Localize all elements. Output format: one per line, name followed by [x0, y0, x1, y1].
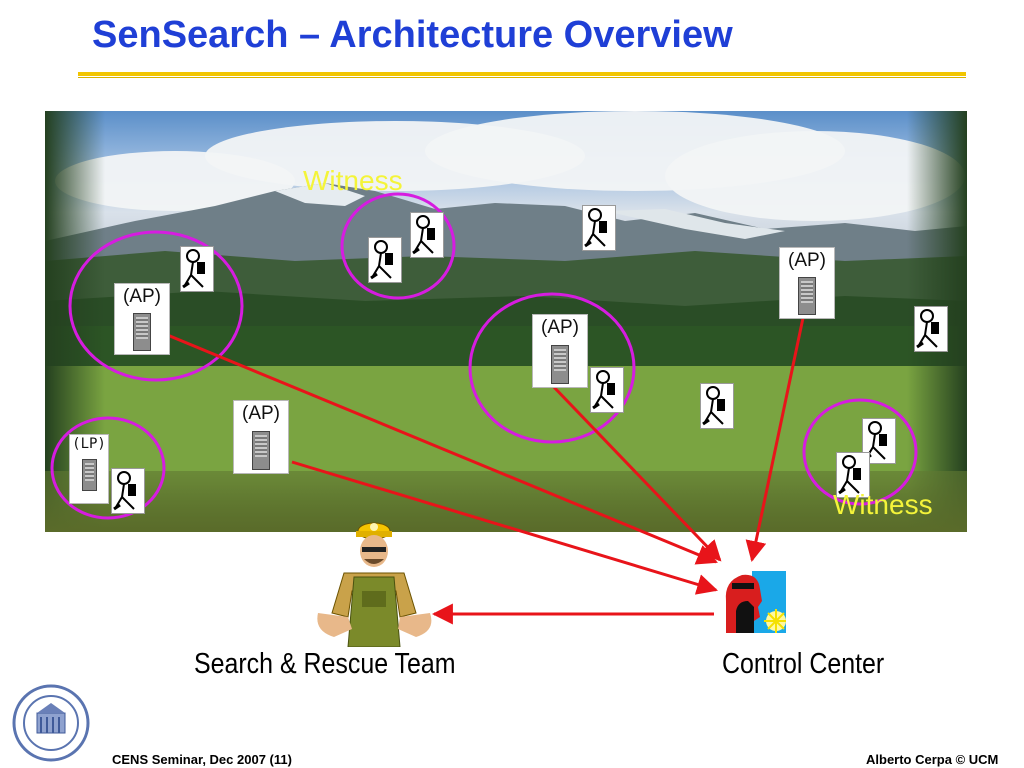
- hiker-icon: [838, 455, 861, 495]
- meadow: [45, 366, 967, 486]
- witness-ring: [50, 416, 166, 520]
- access-point-label: (AP): [788, 250, 826, 271]
- link-ap4-control: [745, 317, 805, 563]
- hiker-icon: [370, 240, 393, 280]
- sensor-node: [368, 237, 402, 283]
- tree-line: [45, 326, 967, 366]
- sensor-node: [914, 306, 948, 352]
- hiker-icon: [916, 309, 939, 349]
- server-icon: [252, 431, 270, 470]
- hiker-icon: [592, 370, 615, 410]
- title-rule: [78, 72, 966, 76]
- server-icon: [551, 345, 569, 384]
- link-ap2-control: [291, 460, 719, 595]
- landscape-photo: [45, 111, 967, 532]
- title-rule-shadow: [78, 77, 966, 78]
- access-point: (AP): [779, 247, 835, 319]
- hiker-icon: [113, 471, 136, 511]
- slide-title: SenSearch – Architecture Overview: [92, 14, 733, 56]
- sensor-node: [590, 367, 624, 413]
- sensor-node: [862, 418, 896, 464]
- witness-label: Witness: [303, 165, 403, 196]
- sensor-node: [700, 383, 734, 429]
- hiker-icon: [584, 208, 607, 248]
- university-seal-icon: [12, 684, 90, 762]
- miner-icon: [317, 522, 432, 647]
- link-ap3-control: [548, 381, 722, 562]
- listener-point: (LP): [69, 434, 109, 504]
- footer-right: Alberto Cerpa © UCM: [866, 752, 999, 767]
- server-icon: [798, 277, 816, 315]
- witness-ring: [68, 230, 244, 382]
- witness-ring: [340, 192, 456, 300]
- rescue-team-caption: Search & Rescue Team: [194, 648, 456, 680]
- control-center-caption: Control Center: [722, 648, 885, 680]
- sensor-node: [582, 205, 616, 251]
- sensor-node: [836, 452, 870, 498]
- sensor-node: [111, 468, 145, 514]
- witness-ring: [802, 398, 918, 506]
- access-point: (AP): [233, 400, 289, 474]
- footer-left: CENS Seminar, Dec 2007 (11): [112, 752, 292, 767]
- sensor-node: [410, 212, 444, 258]
- listener-point-label: (LP): [72, 436, 106, 452]
- head-icon: [718, 571, 786, 633]
- access-point: (AP): [114, 283, 170, 355]
- hiker-icon: [412, 215, 435, 255]
- sensor-node: [180, 246, 214, 292]
- hiker-icon: [182, 249, 205, 289]
- hiker-icon: [702, 386, 725, 426]
- witness-label: Witness: [833, 489, 933, 520]
- access-point-label: (AP): [123, 286, 161, 307]
- access-point-label: (AP): [541, 317, 579, 338]
- server-icon: [82, 459, 97, 491]
- server-icon: [133, 313, 151, 351]
- access-point-label: (AP): [242, 403, 280, 424]
- access-point: (AP): [532, 314, 588, 388]
- witness-ring: [468, 292, 636, 444]
- link-ap1-control: [164, 332, 718, 565]
